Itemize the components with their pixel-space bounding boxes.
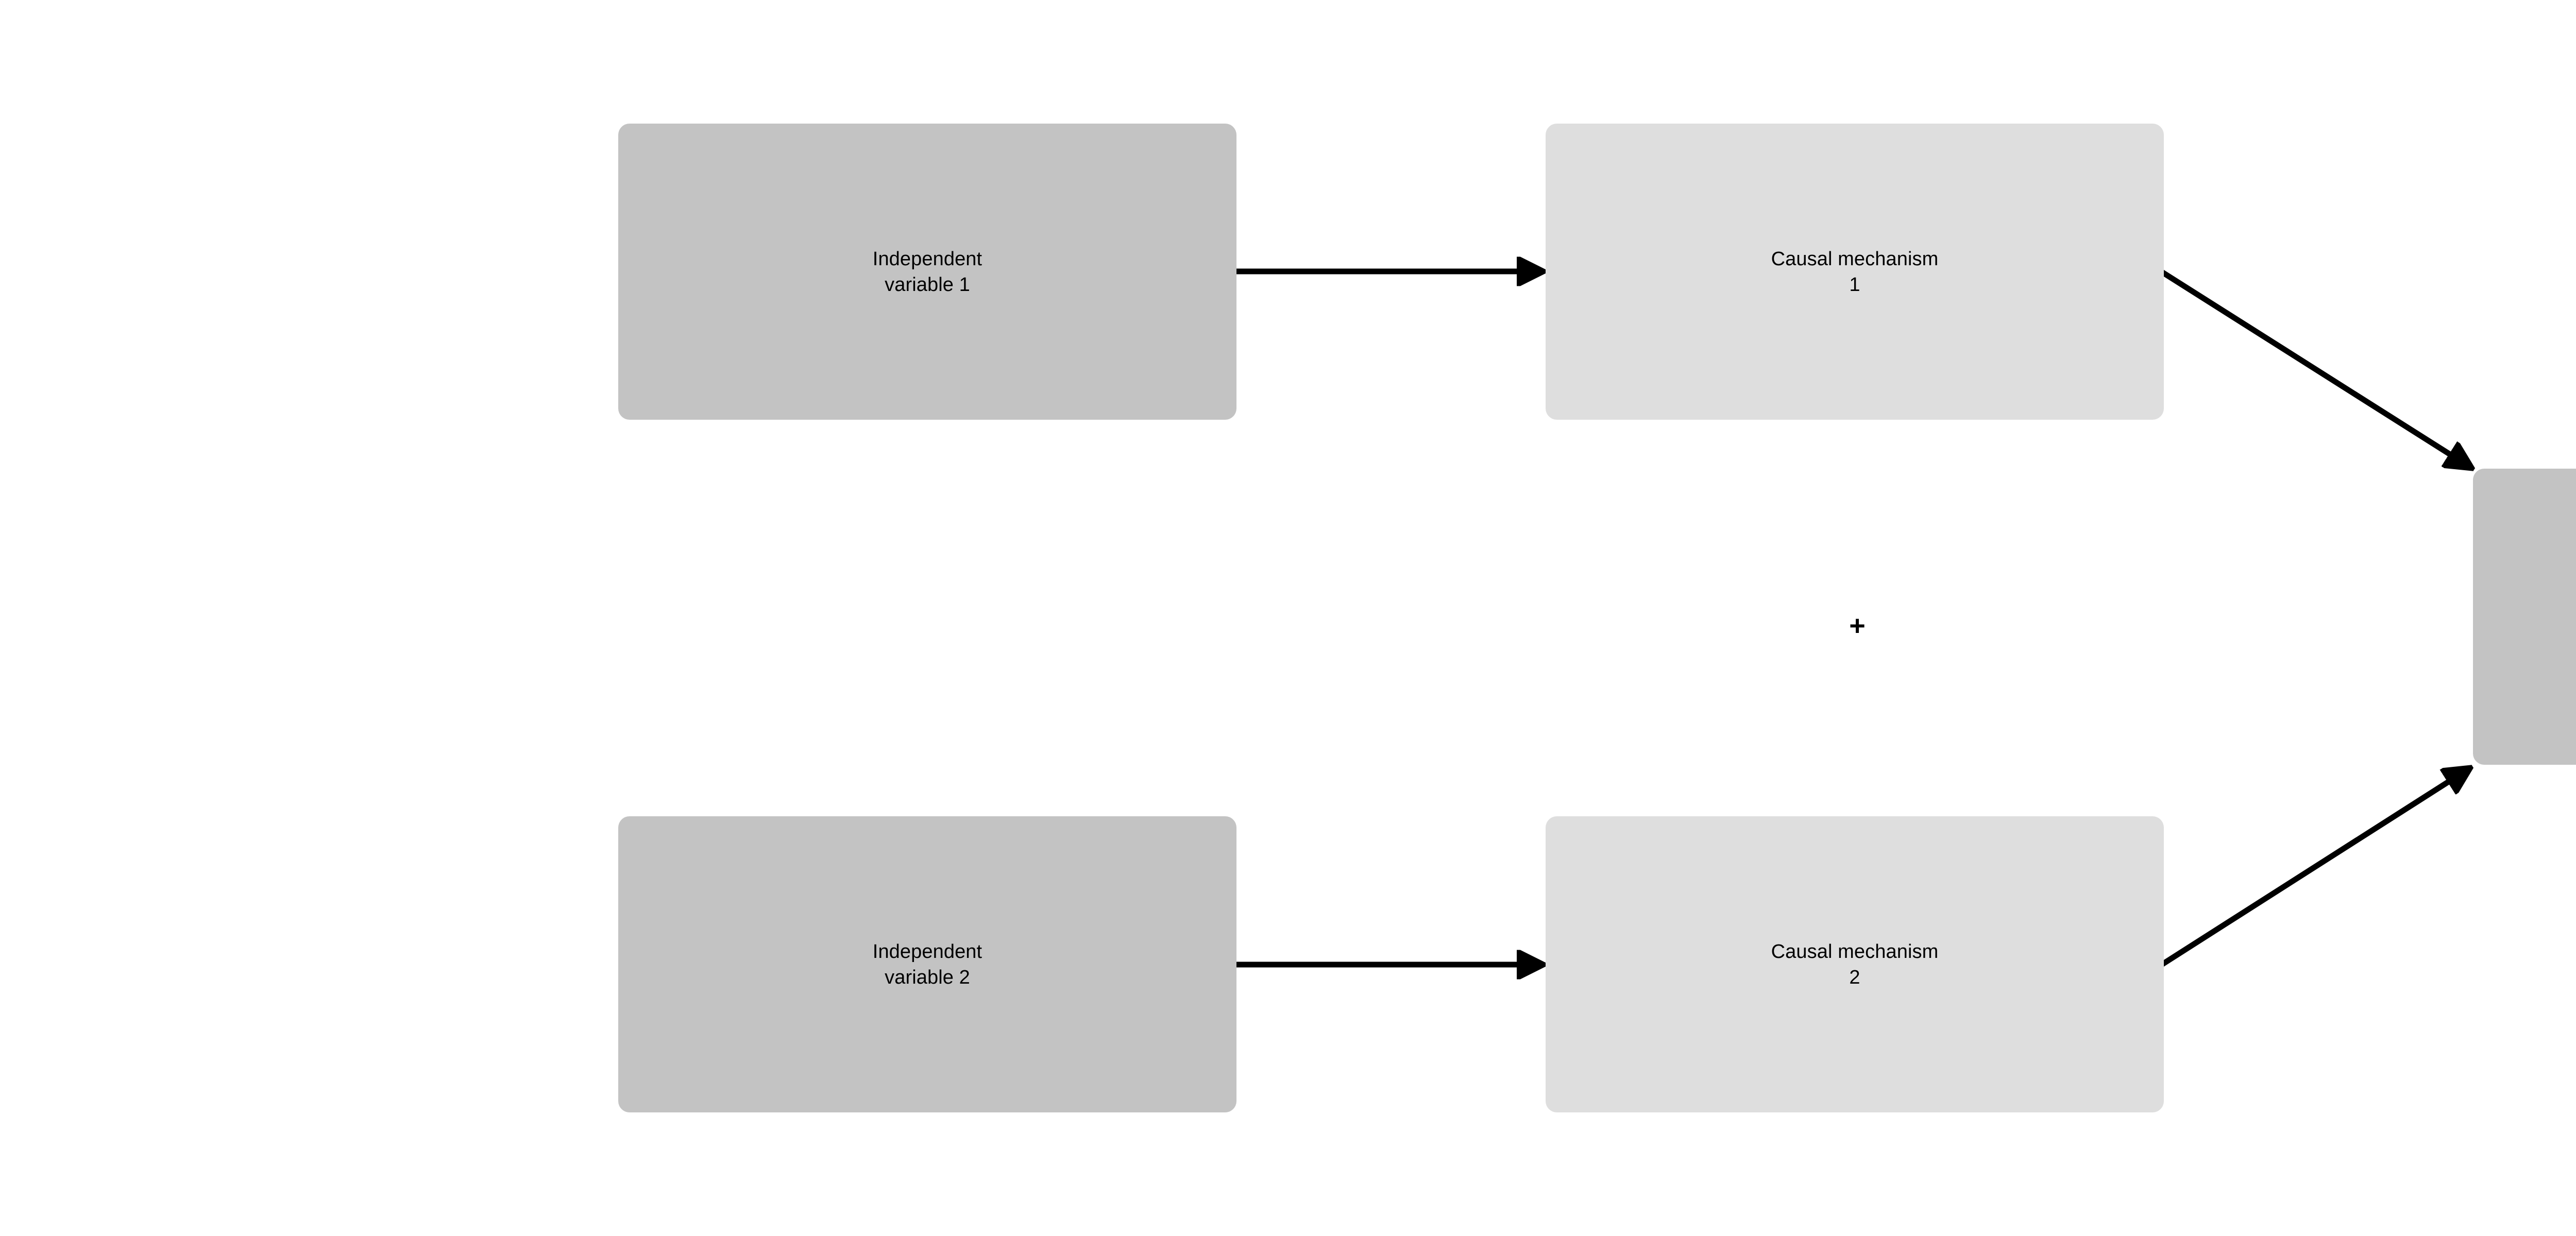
edge-cm2-to-dv	[2159, 769, 2468, 968]
node-causal-mechanism-2[interactable]: Causal mechanism 2	[1546, 816, 2164, 1112]
node-independent-variable-1[interactable]: Independent variable 1	[618, 124, 1236, 420]
node-label-independent-variable-1: Independent variable 1	[872, 248, 982, 296]
node-label-causal-mechanism-1: Causal mechanism 1	[1771, 248, 1939, 296]
plus-operator-symbol: +	[1849, 610, 1866, 641]
node-label-causal-mechanism-2: Causal mechanism 2	[1771, 940, 1939, 988]
node-dependent-variable[interactable]: Dependent variable	[2473, 469, 2576, 765]
node-label-independent-variable-2: Independent variable 2	[872, 940, 982, 988]
node-causal-mechanism-1[interactable]: Causal mechanism 1	[1546, 124, 2164, 420]
edge-cm1-to-dv	[2159, 269, 2469, 467]
node-independent-variable-2[interactable]: Independent variable 2	[618, 816, 1236, 1112]
